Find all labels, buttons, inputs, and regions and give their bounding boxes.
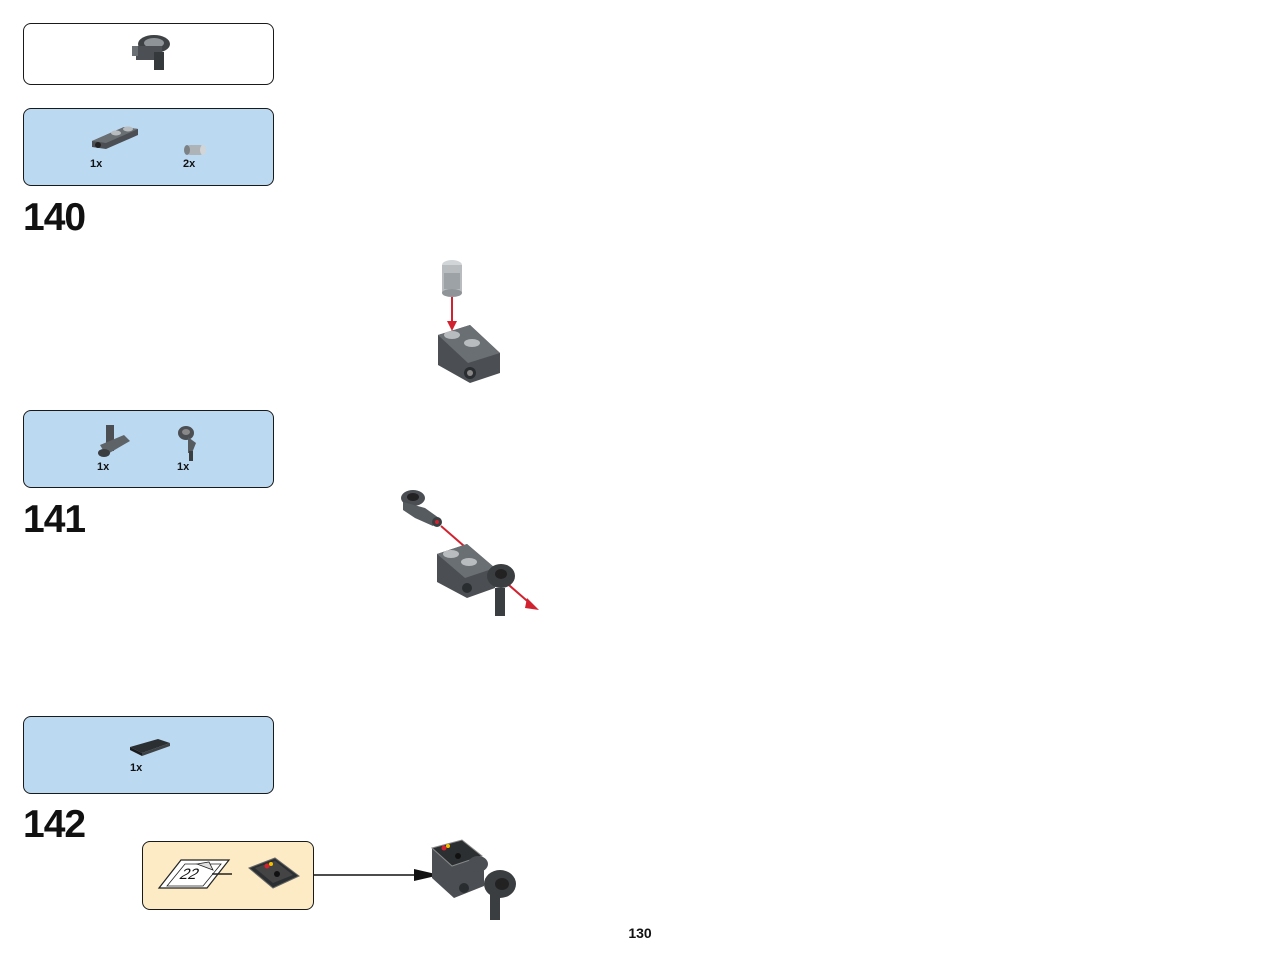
sticker-callout: 22 bbox=[142, 841, 314, 910]
technic-axle-pin-connector-icon bbox=[92, 126, 138, 149]
sticker-connector-line bbox=[212, 873, 232, 875]
subassembly-callout bbox=[23, 23, 274, 85]
black-tile-icon bbox=[130, 739, 170, 756]
part-quantity: 1x bbox=[177, 461, 190, 473]
sticker-sheet-icon bbox=[157, 859, 231, 889]
step-number: 141 bbox=[23, 498, 86, 541]
technic-pin-connector-icon bbox=[98, 425, 130, 457]
step-142-illustration bbox=[314, 839, 516, 920]
parts-list-step-140: 1x 2x bbox=[23, 108, 274, 186]
part-quantity: 1x bbox=[130, 762, 143, 774]
technic-ball-joint-icon bbox=[178, 426, 196, 461]
parts-list-step-141: 1x 1x bbox=[23, 410, 274, 488]
step-141-illustration bbox=[401, 490, 539, 616]
step-140-illustration bbox=[438, 260, 500, 383]
step-number: 142 bbox=[23, 803, 86, 846]
part-quantity: 2x bbox=[183, 158, 196, 170]
parts-list-step-142: 1x bbox=[23, 716, 274, 794]
subassembly-icon bbox=[132, 35, 170, 70]
page-number: 130 bbox=[628, 925, 652, 941]
sticker-tile-icon bbox=[248, 857, 300, 889]
part-quantity: 1x bbox=[97, 461, 110, 473]
step-number: 140 bbox=[23, 196, 86, 239]
technic-pin-icon bbox=[184, 145, 206, 155]
part-quantity: 1x bbox=[90, 158, 103, 170]
